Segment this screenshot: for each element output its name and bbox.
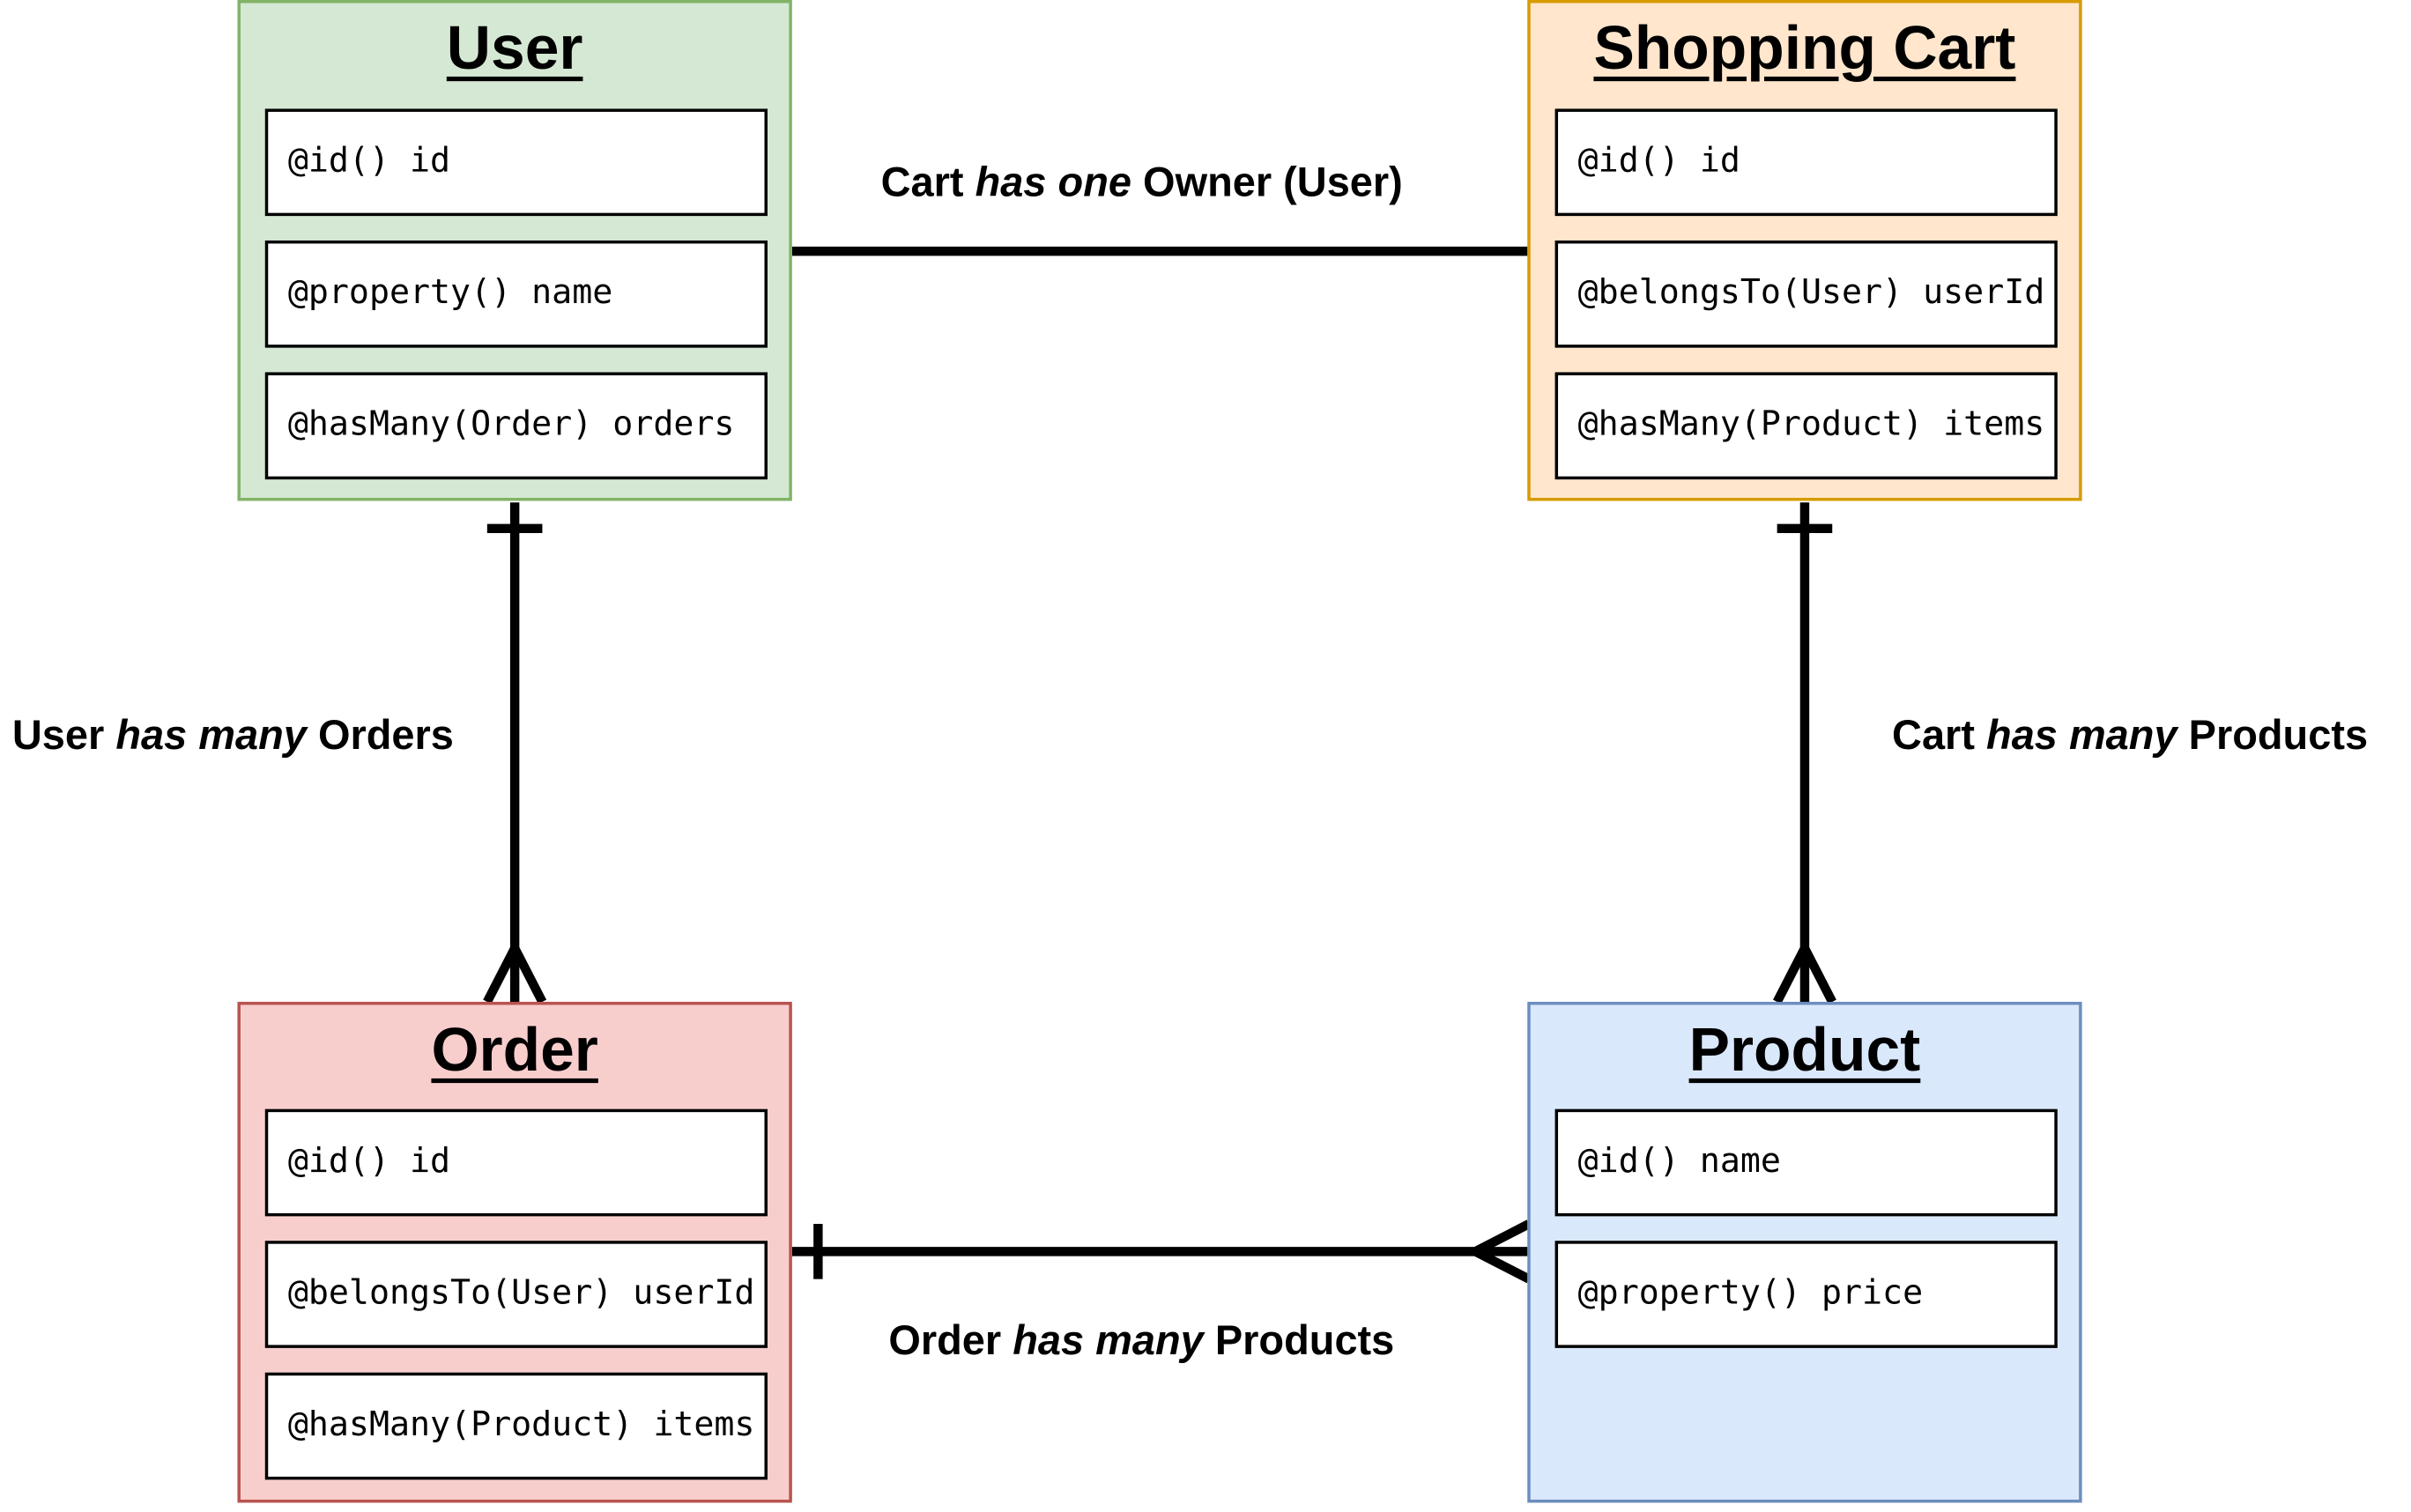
many-marker-product [1773,938,1836,1004]
label-subject: User [11,712,105,759]
field-name: @property() name [264,240,768,348]
many-marker-order [483,938,547,1004]
label-object: Products [2188,712,2369,759]
label-cardinality: has many [1013,1317,1204,1364]
label-cardinality: has one [975,159,1131,205]
label-cardinality: has many [1986,712,2177,759]
label-subject: Cart [1892,712,1975,759]
field-id: @id() id [1554,108,2058,217]
field-user-id: @belongsTo(User) userId [264,1241,768,1348]
entity-title: Product [1688,1017,1921,1085]
label-subject: Cart [880,159,964,205]
label-object: Owner (User) [1143,159,1403,205]
label-subject: Order [888,1317,1002,1364]
entity-user[interactable]: User @id() id @property() name @hasMany(… [237,0,792,501]
field-items: @hasMany(Product) items [264,1372,768,1480]
field-user-id: @belongsTo(User) userId [1554,240,2058,348]
relation-label-cart-products: Cart has many Products [1892,712,2368,760]
field-price: @property() price [1554,1241,2058,1348]
field-id: @id() id [264,108,768,217]
field-items: @hasMany(Product) items [1554,372,2058,480]
relation-label-user-orders: User has many Orders [12,712,454,760]
entity-title: User [446,15,583,83]
entity-order[interactable]: Order @id() id @belongsTo(User) userId @… [237,1001,792,1503]
entity-shopping-cart[interactable]: Shopping Cart @id() id @belongsTo(User) … [1527,0,2082,501]
field-orders: @hasMany(Order) orders [264,372,768,480]
field-id: @id() id [264,1108,768,1217]
label-cardinality: has many [115,712,307,759]
relation-label-order-products: Order has many Products [888,1317,1394,1365]
entity-product[interactable]: Product @id() name @property() price [1527,1001,2082,1503]
many-marker-product-left [1465,1219,1532,1284]
entity-title: Shopping Cart [1593,15,2016,83]
label-object: Products [1214,1317,1395,1364]
relation-label-cart-user: Cart has one Owner (User) [881,159,1403,207]
entity-title: Order [431,1017,598,1085]
label-object: Orders [317,712,454,759]
field-name: @id() name [1554,1108,2058,1217]
